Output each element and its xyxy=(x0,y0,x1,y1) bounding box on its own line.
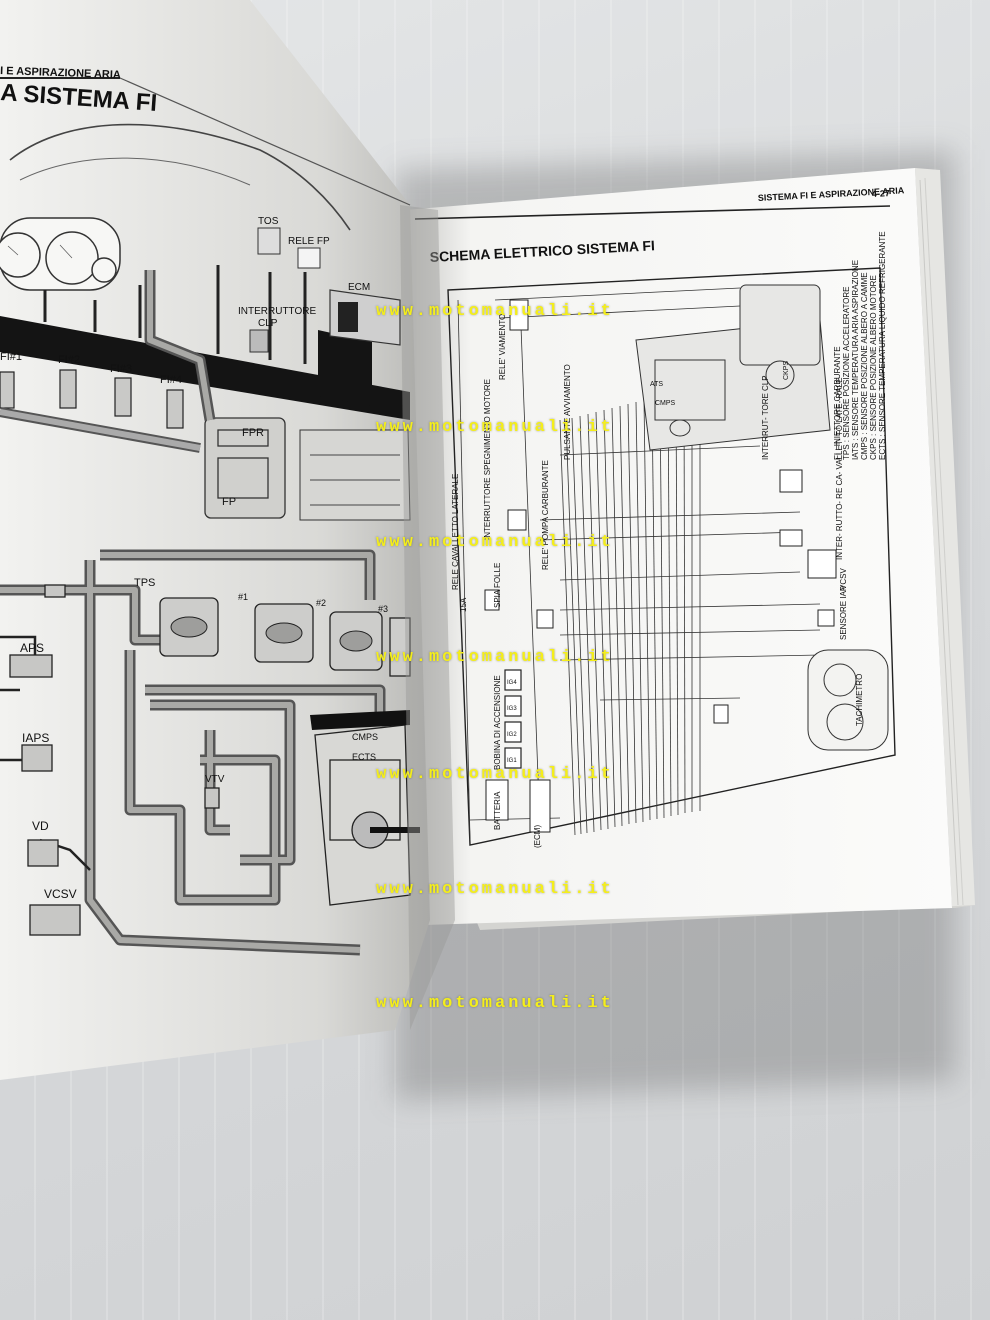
svg-text:APS: APS xyxy=(20,641,44,655)
svg-text:VCSV: VCSV xyxy=(44,887,77,901)
left-header: I E ASPIRAZIONE ARIA xyxy=(0,65,121,81)
svg-text:IG2: IG2 xyxy=(507,732,517,738)
svg-text:TPS : SENSORE POSIZIONE ACCELE: TPS : SENSORE POSIZIONE ACCELERATORE xyxy=(842,286,851,460)
svg-text:VD: VD xyxy=(32,819,49,833)
watermark-3: www.motomanuali.it xyxy=(376,533,614,552)
svg-text:INTERRUTTORE: INTERRUTTORE xyxy=(238,306,316,317)
left-page-text: I E ASPIRAZIONE ARIA A SISTEMA FI TOS RE… xyxy=(0,65,388,901)
watermark-4: www.motomanuali.it xyxy=(376,648,614,667)
svg-text:TPS: TPS xyxy=(134,577,155,589)
right-page-number: 4-27 xyxy=(872,188,891,199)
svg-text:INTERRUT- TORE CLP: INTERRUT- TORE CLP xyxy=(761,375,770,460)
svg-text:FI#3: FI#3 xyxy=(110,363,132,375)
svg-text:VCSV: VCSV xyxy=(839,568,848,590)
svg-text:CMPS: CMPS xyxy=(352,732,378,742)
svg-text:SENSORE IAP: SENSORE IAP xyxy=(839,586,848,640)
svg-text:RELE' VIAMENTO: RELE' VIAMENTO xyxy=(498,314,507,380)
svg-text:(ECM): (ECM) xyxy=(533,825,542,848)
svg-text:TOS: TOS xyxy=(258,216,279,227)
svg-text:RELE CAVALLETTO LATERALE: RELE CAVALLETTO LATERALE xyxy=(451,474,460,590)
svg-text:#2: #2 xyxy=(316,598,326,608)
spine-shadow xyxy=(400,205,455,1030)
svg-text:ECM: ECM xyxy=(348,282,370,293)
svg-text:CKPS : SENSORE POSIZIONE ALBER: CKPS : SENSORE POSIZIONE ALBERO MOTORE xyxy=(869,275,878,460)
svg-text:BOBINA DI ACCENSIONE: BOBINA DI ACCENSIONE xyxy=(493,675,502,770)
svg-text:IATS : SENSORE TEMPERATURA ARI: IATS : SENSORE TEMPERATURA ARIA ASPIRAZI… xyxy=(851,260,860,460)
svg-text:IG3: IG3 xyxy=(507,706,517,712)
watermark-5: www.motomanuali.it xyxy=(376,765,614,784)
svg-text:ATS: ATS xyxy=(650,381,663,388)
watermark-1: www.motomanuali.it xyxy=(376,302,614,321)
svg-text:CMPS : SENSORE POSIZIONE ALBER: CMPS : SENSORE POSIZIONE ALBERO A CAMME xyxy=(860,272,869,460)
svg-text:IG1: IG1 xyxy=(507,758,517,764)
svg-text:FI : INIETTORE CARBURANTE: FI : INIETTORE CARBURANTE xyxy=(833,346,842,460)
watermark-6: www.motomanuali.it xyxy=(376,880,614,899)
svg-text:IAPS: IAPS xyxy=(22,731,49,745)
svg-text:CLP: CLP xyxy=(258,318,278,329)
watermark-2: www.motomanuali.it xyxy=(376,418,614,437)
svg-text:VTV: VTV xyxy=(205,774,225,785)
svg-text:15A: 15A xyxy=(459,597,468,612)
svg-text:CMPS: CMPS xyxy=(655,400,676,407)
left-diagram xyxy=(0,77,420,956)
svg-text:#3: #3 xyxy=(378,604,388,614)
svg-text:FI#4: FI#4 xyxy=(160,374,182,386)
watermark-7: www.motomanuali.it xyxy=(376,994,614,1013)
svg-text:FPR: FPR xyxy=(242,427,264,439)
svg-text:RELE FP: RELE FP xyxy=(288,236,330,247)
svg-text:TACHIMETRO: TACHIMETRO xyxy=(855,674,864,726)
svg-text:CKPS: CKPS xyxy=(783,361,790,380)
svg-text:INTER- RUTTO- RE CA- VALLET- T: INTER- RUTTO- RE CA- VALLET- TO LATE- RA… xyxy=(835,378,844,560)
svg-text:SPIA FOLLE: SPIA FOLLE xyxy=(493,563,502,608)
svg-text:IG4: IG4 xyxy=(507,680,517,686)
svg-text:FP: FP xyxy=(222,496,236,508)
svg-text:PULSANTE AVVIAMENTO: PULSANTE AVVIAMENTO xyxy=(563,364,572,460)
svg-text:#1: #1 xyxy=(238,592,248,602)
svg-text:INTERRUTTORE SPEGNIMENTO MOTOR: INTERRUTTORE SPEGNIMENTO MOTORE xyxy=(483,379,492,540)
svg-text:ECTS: ECTS xyxy=(352,752,376,762)
svg-text:BATTERIA: BATTERIA xyxy=(493,791,502,830)
right-legend: FI : INIETTORE CARBURANTE TPS : SENSORE … xyxy=(833,231,887,460)
right-page-content: SISTEMA FI E ASPIRAZIONE ARIA 4-27 SCHEM… xyxy=(414,185,905,848)
svg-text:FI#1: FI#1 xyxy=(0,351,22,363)
svg-text:FI#2: FI#2 xyxy=(58,354,80,366)
svg-text:RELE' POMPA CARBURANTE: RELE' POMPA CARBURANTE xyxy=(541,460,550,570)
svg-text:ECTS : SENSORE TEMPERATURA LIQ: ECTS : SENSORE TEMPERATURA LIQUIDO REFRI… xyxy=(878,231,887,460)
